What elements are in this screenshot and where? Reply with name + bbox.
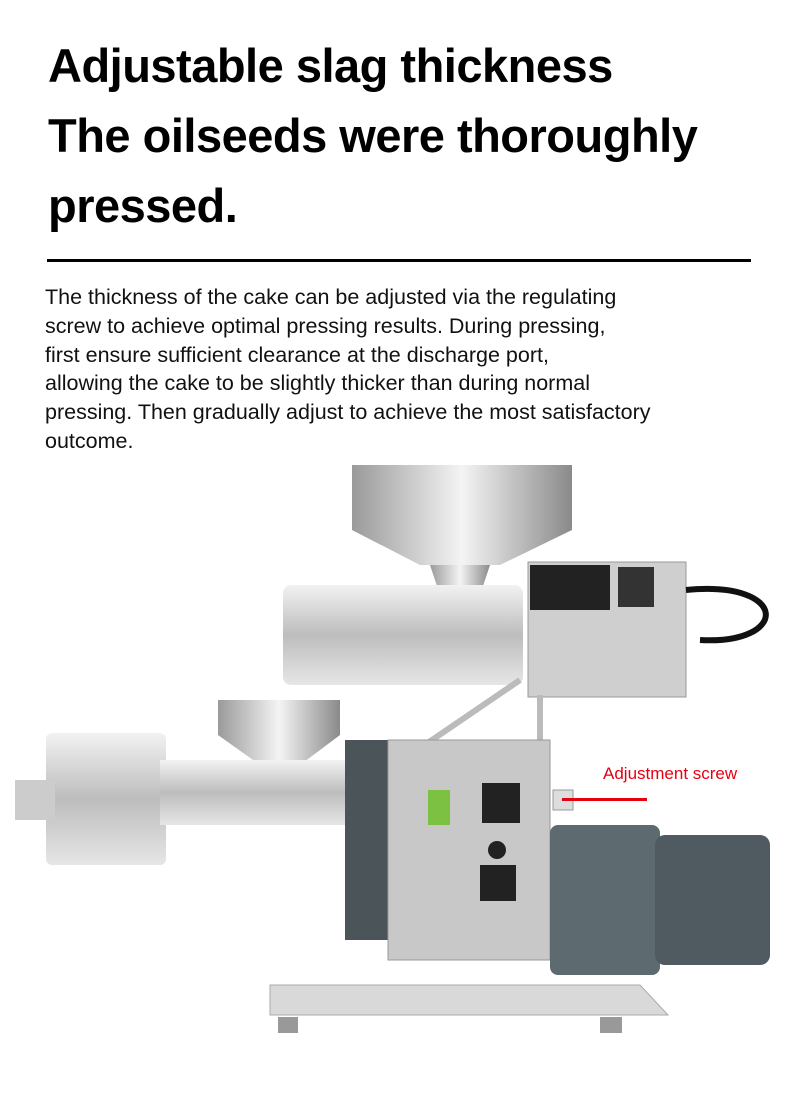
oil-press-machine-image (15, 465, 770, 1033)
description-line: screw to achieve optimal pressing result… (45, 313, 606, 338)
headline-line-1: Adjustable slag thickness (48, 39, 613, 92)
annotation-pointer-line (562, 798, 647, 801)
headline-line-3: pressed. (48, 179, 238, 232)
description-line: first ensure sufficient clearance at the… (45, 342, 549, 367)
description-line: outcome. (45, 428, 134, 453)
description-line: The thickness of the cake can be adjuste… (45, 285, 617, 309)
description: The thickness of the cake can be adjuste… (45, 283, 775, 456)
description-line: allowing the cake to be slightly thicker… (45, 371, 590, 396)
description-line: pressing. Then gradually adjust to achie… (45, 400, 651, 425)
divider (47, 259, 751, 262)
headline-line-2: The oilseeds were thoroughly (48, 109, 698, 162)
adjustment-screw-label: Adjustment screw (603, 764, 738, 783)
